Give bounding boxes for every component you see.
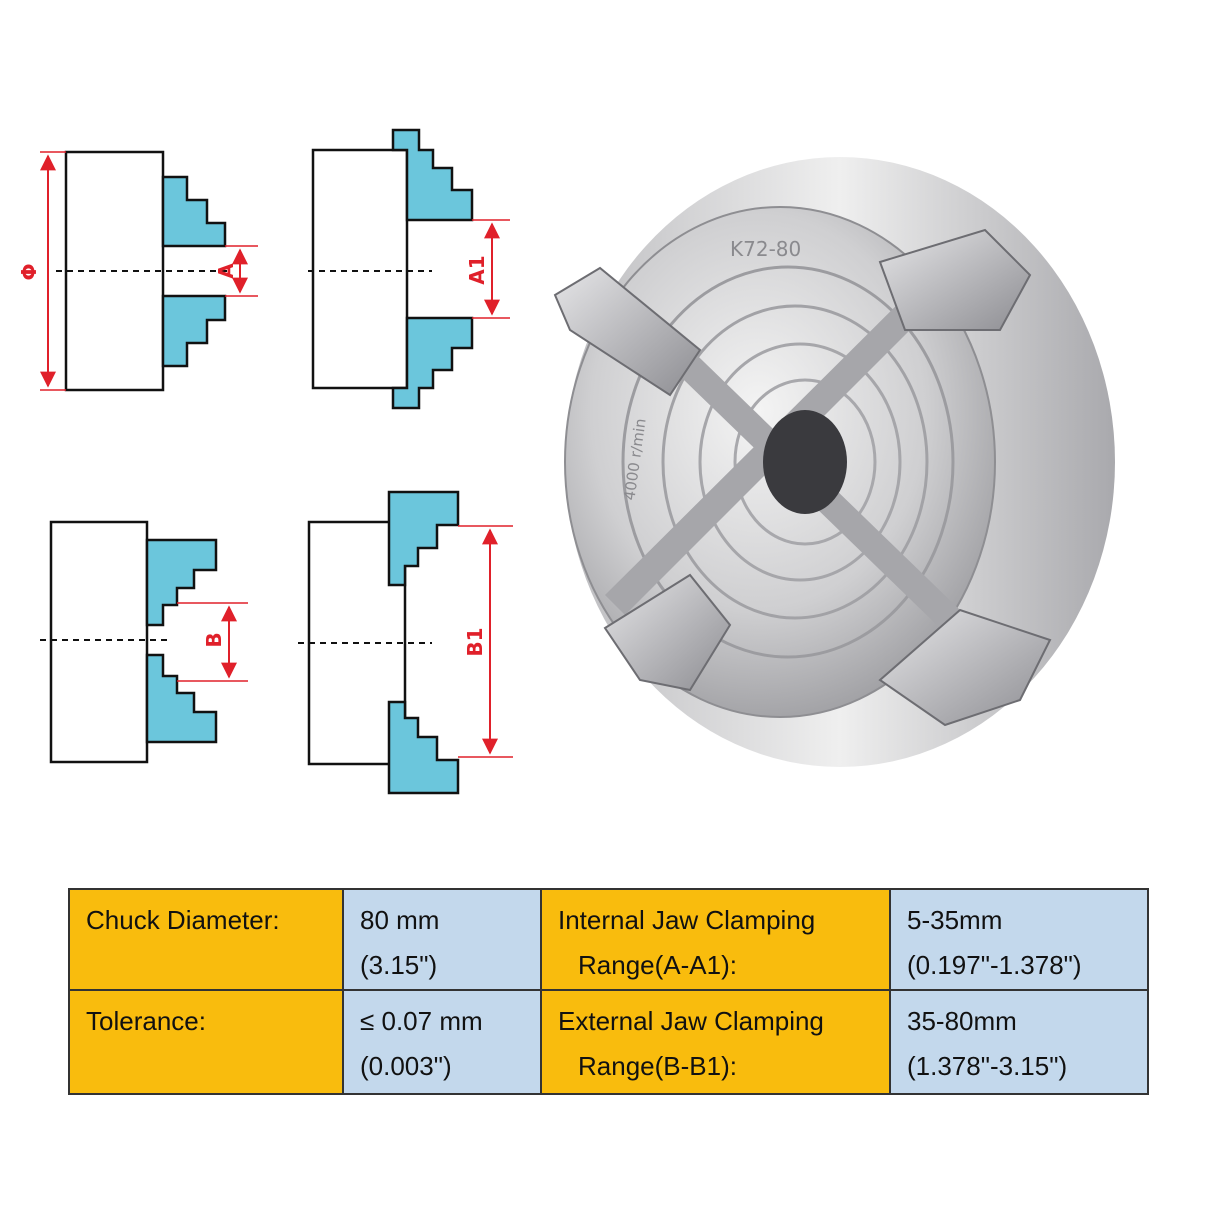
face-ring: [661, 304, 929, 620]
label-cell: Chuck Diameter:: [68, 888, 344, 991]
internal-range-label: Internal Jaw Clamping: [558, 905, 816, 935]
jaw-lower: [387, 700, 460, 795]
label-cell: Tolerance:: [68, 989, 344, 1095]
diagram-external-b: B: [40, 520, 248, 764]
jaw-lower: [161, 294, 227, 368]
diagram-external-b1: B1: [298, 490, 513, 795]
spec-table: Chuck Diameter: 80 mm (3.15") Internal Ja…: [68, 888, 1149, 1095]
jaw-upper: [161, 175, 227, 248]
diagram-internal-a: Φ A: [17, 150, 258, 392]
value-cell: ≤ 0.07 mm (0.003"): [342, 989, 542, 1095]
chuck-diameter-in: (3.15"): [360, 950, 438, 980]
jaw-upper: [145, 538, 218, 627]
jaw: [878, 228, 1032, 331]
b-label: B: [202, 632, 226, 647]
jaw-lower: [145, 653, 218, 744]
a1-label: A1: [465, 255, 489, 284]
jaw: [603, 573, 732, 692]
external-range-mm: 35-80mm: [907, 1006, 1017, 1036]
jaw-upper: [391, 128, 474, 222]
jaw-upper: [387, 490, 460, 587]
tolerance-in: (0.003"): [360, 1051, 452, 1081]
internal-range-label-2: Range(A-A1):: [578, 950, 737, 980]
external-range-in: (1.378"-3.15"): [907, 1051, 1068, 1081]
tolerance-mm: ≤ 0.07 mm: [360, 1006, 483, 1036]
b1-label: B1: [463, 627, 487, 656]
table-row: Chuck Diameter: 80 mm (3.15") Internal Ja…: [68, 888, 1149, 991]
diagram-internal-a1: A1: [308, 128, 510, 410]
value-cell: 5-35mm (0.197"-1.378"): [889, 888, 1149, 991]
value-cell: 35-80mm (1.378"-3.15"): [889, 989, 1149, 1095]
center-bore: [763, 410, 847, 514]
tolerance-label: Tolerance:: [86, 1006, 206, 1036]
phi-label: Φ: [17, 263, 41, 280]
jaw: [878, 608, 1052, 727]
external-range-label: External Jaw Clamping: [558, 1006, 824, 1036]
a-label: A: [214, 263, 238, 279]
jaw-lower: [391, 316, 474, 410]
face-ring: [621, 265, 955, 659]
jaw: [553, 266, 702, 397]
chuck-body: [49, 520, 149, 764]
external-range-label-2: Range(B-B1):: [578, 1051, 737, 1081]
face-ring: [698, 342, 902, 582]
internal-range-mm: 5-35mm: [907, 905, 1003, 935]
chuck-model-engraving: K72-80: [730, 237, 801, 261]
face-ring: [733, 378, 877, 546]
chuck-diameter-label: Chuck Diameter:: [86, 905, 280, 935]
table-row: Tolerance: ≤ 0.07 mm (0.003") External Ja…: [68, 989, 1149, 1095]
chuck-photo: K72-80 4000 r/min: [553, 157, 1115, 767]
internal-range-in: (0.197"-1.378"): [907, 950, 1082, 980]
value-cell: 80 mm (3.15"): [342, 888, 542, 991]
chuck-diameter-mm: 80 mm: [360, 905, 440, 935]
chuck-body: [311, 148, 409, 390]
